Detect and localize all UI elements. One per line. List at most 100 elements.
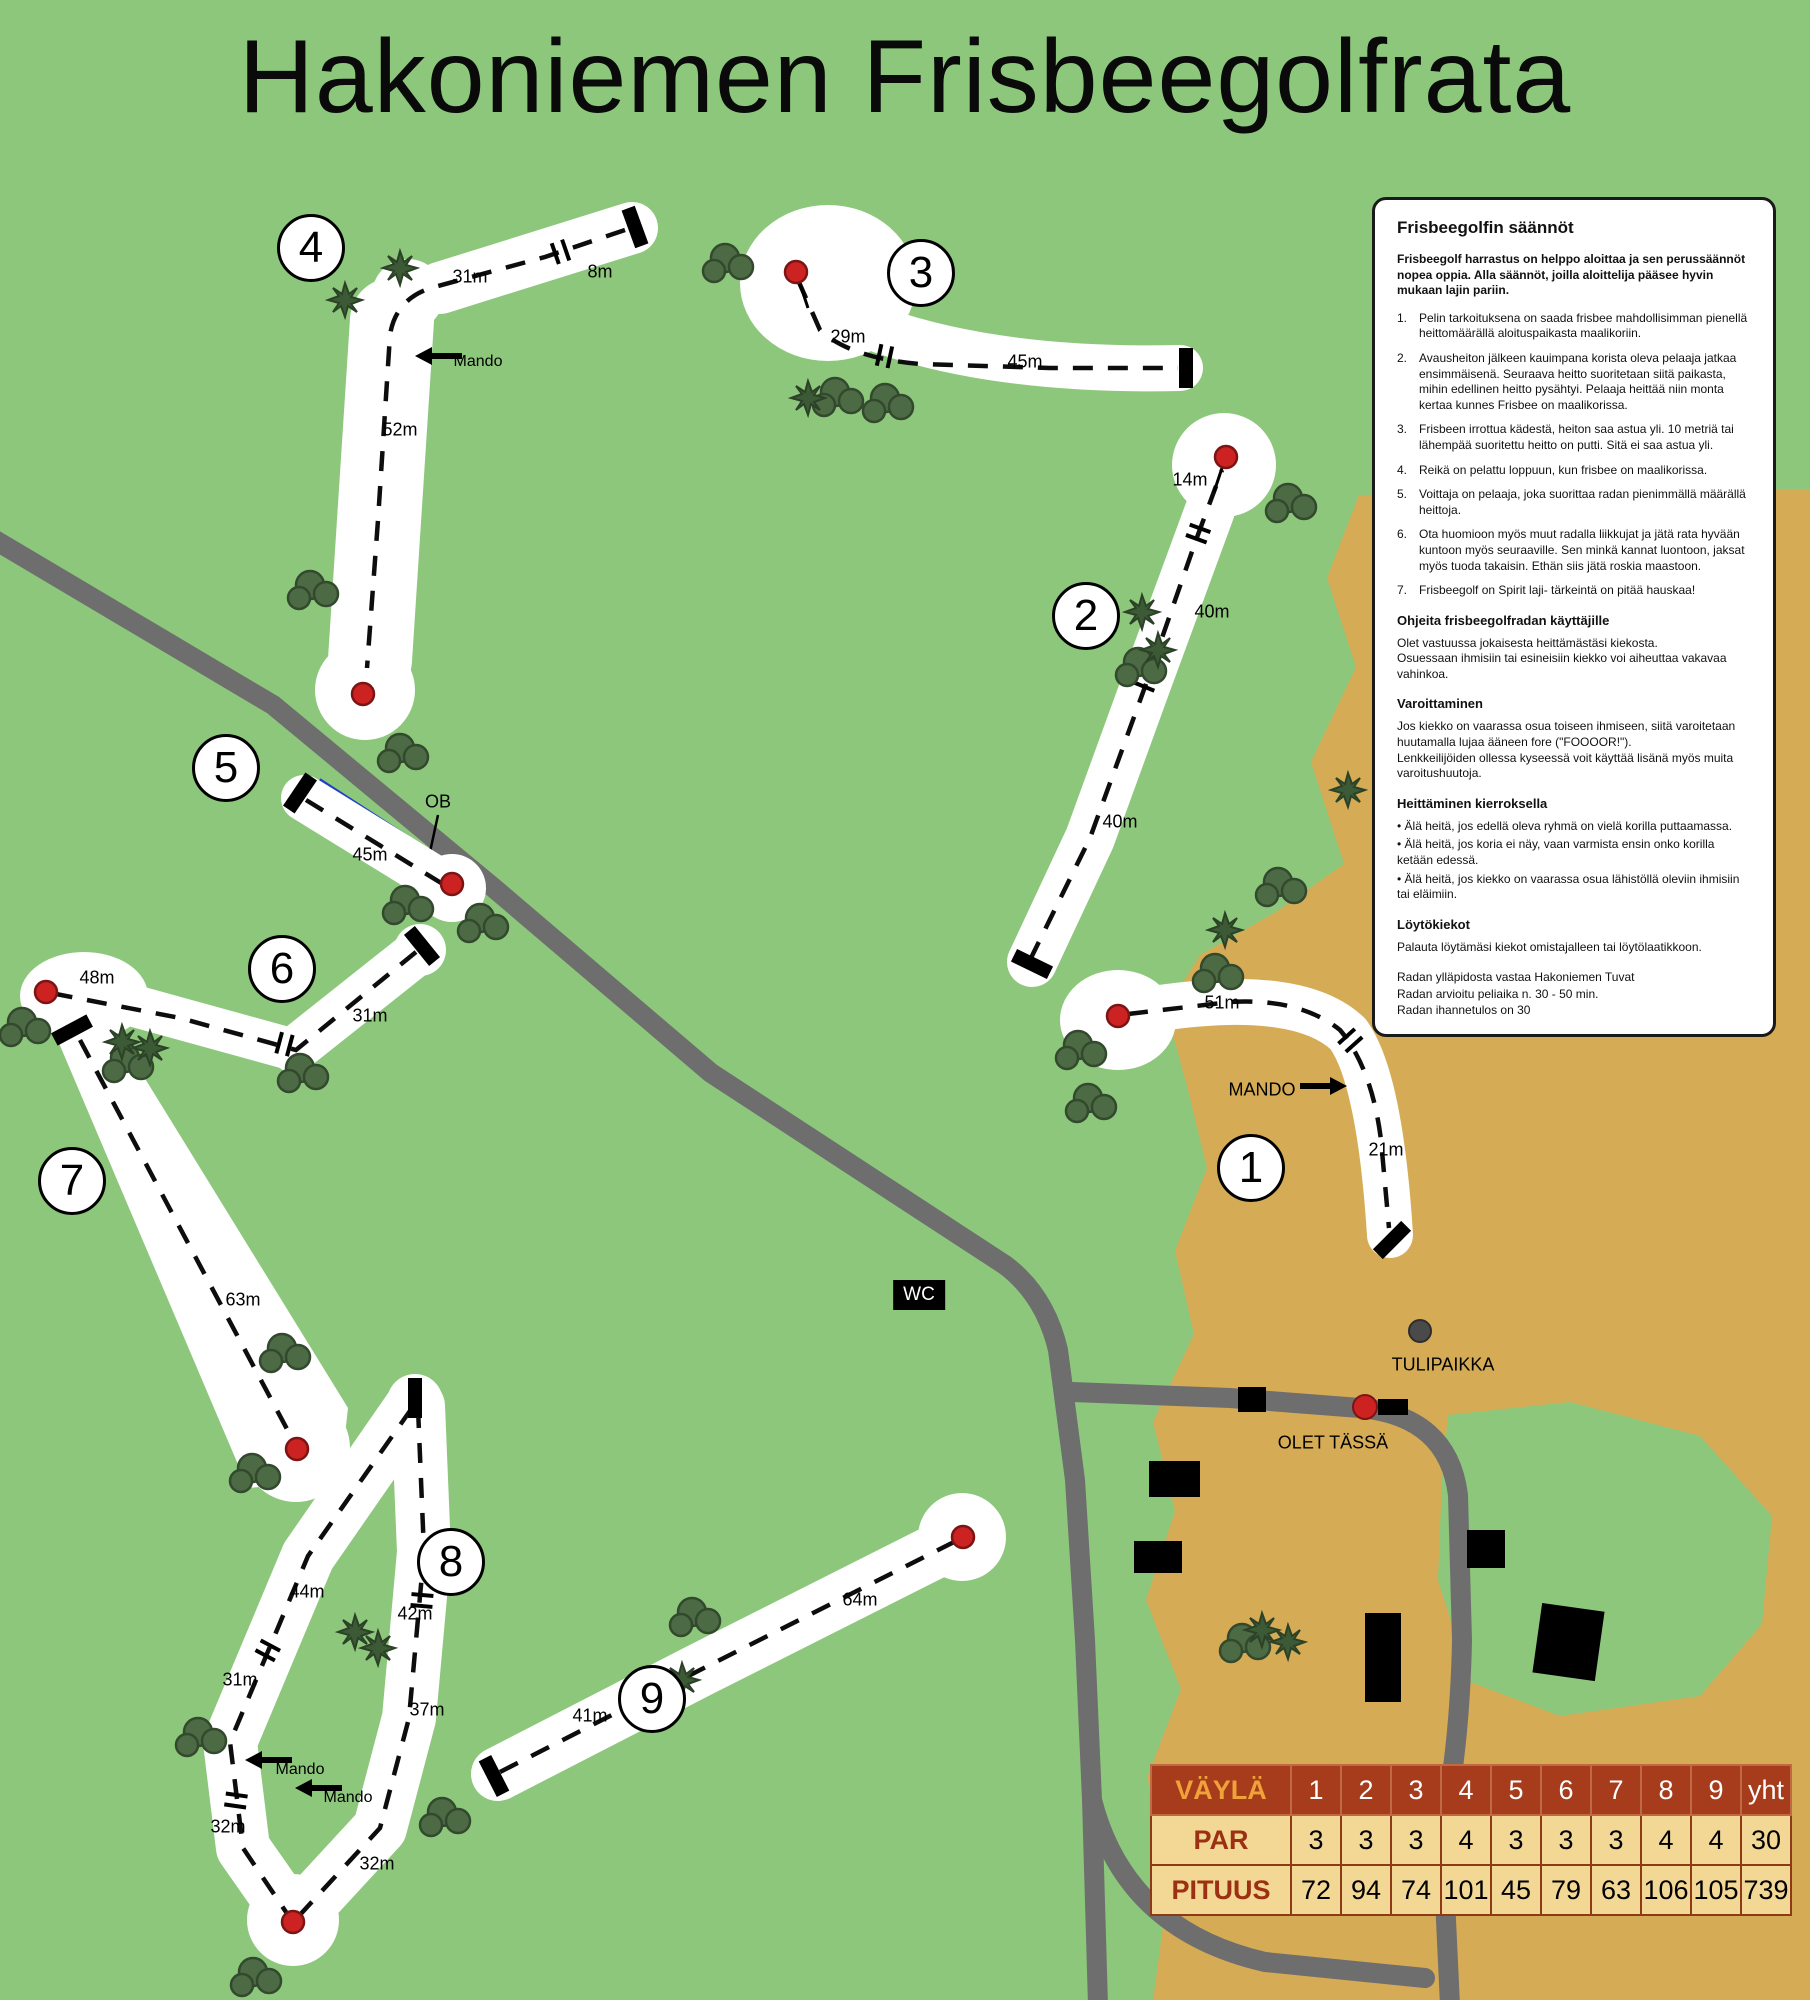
- rules-intro: Frisbeegolf harrastus on helppo aloittaa…: [1397, 252, 1746, 298]
- throw-lines: [55, 227, 1392, 1920]
- terrain-green-peninsula: [1438, 1402, 1772, 1716]
- throw-line-8a: [227, 1406, 414, 1920]
- scorecard-length-label: PITUUS: [1150, 1864, 1292, 1916]
- throw-line-2: [1027, 469, 1225, 961]
- rule-item: 4.Reikä on pelattu loppuun, kun frisbee …: [1397, 462, 1708, 477]
- distance-label-h6-48m: 48m: [79, 967, 115, 988]
- throw-line-6: [55, 950, 418, 1053]
- rule-item: 2.Avausheiton jälkeen kauimpana korista …: [1397, 350, 1737, 412]
- basket-9: [950, 1524, 976, 1550]
- throwing-bullet: • Älä heitä, jos edellä oleva ryhmä on v…: [1397, 818, 1733, 833]
- distance-label-h8-32m-a: 32m: [210, 1816, 246, 1837]
- basket-4: [350, 681, 376, 707]
- rules-footer: Radan ylläpidosta vastaa Hakoniemen Tuva…: [1397, 969, 1751, 1018]
- distance-label-h4-31m: 31m: [452, 266, 488, 287]
- footer-line: Radan ihannetulos on 30: [1397, 1002, 1531, 1017]
- building: [1134, 1541, 1182, 1573]
- distance-label-h1-21m: 21m: [1368, 1139, 1404, 1160]
- rule-item: 1.Pelin tarkoituksena on saada frisbee m…: [1397, 310, 1748, 341]
- distance-label-h8-37m: 37m: [409, 1699, 445, 1720]
- hole-marker-8: 8: [417, 1528, 485, 1596]
- basket-6: [33, 979, 59, 1005]
- throw-line-1: [1127, 999, 1392, 1229]
- scorecard-table: VÄYLÄ 1 2 3 4 5 6 7 8 9 yht PAR 3 3 3 4 …: [1150, 1764, 1792, 1916]
- hole-marker-7: 7: [38, 1147, 106, 1215]
- distance-label-h6-31m: 31m: [352, 1005, 388, 1026]
- distance-label-h2-40m-b: 40m: [1102, 811, 1138, 832]
- tee-9: [478, 1755, 510, 1797]
- scorecard-par-label: PAR: [1150, 1814, 1292, 1866]
- fairway-4: [414, 202, 658, 314]
- ob-label: OB: [424, 791, 452, 812]
- tee-2: [1010, 948, 1054, 980]
- distance-label-h2-14m: 14m: [1172, 469, 1208, 490]
- tee-1: [1372, 1220, 1412, 1260]
- mando-label-h8-b: Mando: [323, 1789, 373, 1806]
- olet-tassa-label: OLET TÄSSÄ: [1277, 1432, 1389, 1453]
- scorecard-header-vayla: VÄYLÄ: [1150, 1764, 1292, 1816]
- distance-label-h8-32m-b: 32m: [359, 1853, 395, 1874]
- road-main: [0, 531, 1108, 2000]
- lost-discs-heading: Löytökiekot: [1397, 916, 1470, 932]
- basket-2: [1213, 444, 1239, 470]
- hole-marker-9: 9: [618, 1665, 686, 1733]
- basket-3: [783, 259, 809, 285]
- building: [1149, 1461, 1200, 1497]
- throw-line-7: [78, 1038, 298, 1448]
- basket-8: [280, 1909, 306, 1935]
- building: [1532, 1603, 1605, 1682]
- throwing-bullet: • Älä heitä, jos kiekko on vaarassa osua…: [1397, 871, 1740, 902]
- tee-8: [408, 1378, 422, 1418]
- buildings: [1134, 1387, 1605, 1702]
- scorecard-header-row: VÄYLÄ 1 2 3 4 5 6 7 8 9 yht: [1150, 1764, 1792, 1816]
- rule-item: 7.Frisbeegolf on Spirit laji- tärkeintä …: [1397, 583, 1696, 598]
- rules-panel: Frisbeegolfin säännöt Frisbeegolf harras…: [1372, 197, 1776, 1037]
- building: [1467, 1530, 1505, 1568]
- distance-label-h8-44m: 44m: [289, 1581, 325, 1602]
- throwing-heading: Heittäminen kierroksella: [1397, 795, 1548, 811]
- scorecard-par-row: PAR 3 3 3 4 3 3 3 4 4 30: [1150, 1814, 1792, 1866]
- basket-1: [1105, 1003, 1131, 1029]
- rule-item: 3.Frisbeen irrottua kädestä, heiton saa …: [1397, 422, 1734, 452]
- distance-label-h2-40m-a: 40m: [1194, 601, 1230, 622]
- warning-text: Jos kiekko on vaarassa osua toiseen ihmi…: [1397, 719, 1736, 781]
- rule-item: 5.Voittaja on pelaaja, joka suorittaa ra…: [1397, 487, 1746, 517]
- ob-pointer-line: [428, 814, 440, 853]
- basket-7: [284, 1436, 310, 1462]
- distance-label-h5-45m: 45m: [352, 844, 388, 865]
- throw-line-5: [304, 798, 448, 888]
- mando-label-h4: Mando: [453, 353, 503, 370]
- footer-line: Radan arvioitu peliaika n. 30 - 50 min.: [1397, 986, 1599, 1001]
- baskets: [33, 259, 1239, 1935]
- hole-marker-3: 3: [887, 239, 955, 307]
- tulipaikka-dot: [1408, 1319, 1432, 1343]
- mando-label-h8-a: Mando: [275, 1761, 325, 1778]
- tee-3: [1179, 348, 1193, 388]
- mando-label-h1: MANDO: [1228, 1079, 1296, 1100]
- hole-marker-4: 4: [277, 214, 345, 282]
- distance-label-h8-42m: 42m: [397, 1603, 433, 1624]
- building: [1238, 1387, 1266, 1412]
- tee-pads: [51, 205, 1412, 1797]
- distance-label-h4-52m: 52m: [382, 419, 418, 440]
- footer-line: Radan ylläpidosta vastaa Hakoniemen Tuva…: [1397, 970, 1635, 985]
- rule-item: 6.Ota huomioon myös muut radalla liikkuj…: [1397, 527, 1745, 573]
- distance-label-h1-51m: 51m: [1204, 992, 1240, 1013]
- distance-label-h3-29m: 29m: [830, 326, 866, 347]
- scorecard-length-row: PITUUS 72 94 74 101 45 79 63 106 105 739: [1150, 1864, 1792, 1916]
- throw-line-9: [498, 1537, 960, 1775]
- distance-label-h8-31m: 31m: [222, 1669, 258, 1690]
- rules-heading: Frisbeegolfin säännöt: [1397, 218, 1574, 237]
- guidelines-text: Olet vastuussa jokaisesta heittämästäsi …: [1397, 635, 1727, 681]
- building: [1378, 1399, 1408, 1415]
- hole-marker-5: 5: [192, 734, 260, 802]
- trees: [0, 242, 1318, 1998]
- tee-5: [283, 772, 317, 814]
- basket-5: [439, 871, 465, 897]
- wc-sign: WC: [893, 1280, 945, 1310]
- hole-marker-1: 1: [1217, 1134, 1285, 1202]
- throw-line-8b: [295, 1407, 427, 1920]
- distance-label-h4-8m: 8m: [587, 261, 613, 282]
- lost-discs-text: Palauta löytämäsi kiekot omistajalleen t…: [1397, 939, 1702, 954]
